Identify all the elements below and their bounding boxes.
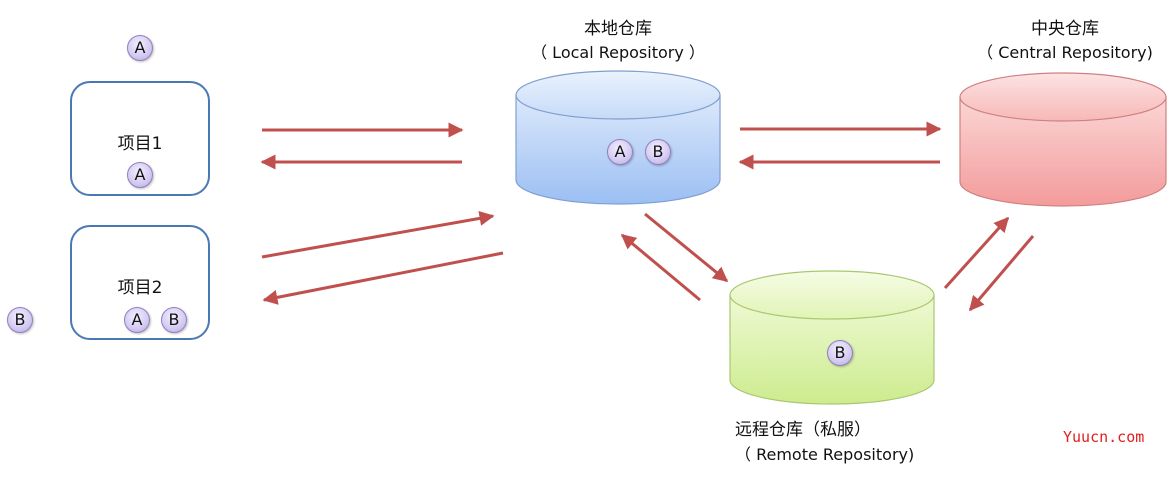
local-repo-badge-b: B — [645, 139, 671, 165]
local-repo-title: 本地仓库 — [584, 19, 652, 39]
floating-badge-a: A — [127, 35, 153, 61]
local-repo-subtitle: （ Local Repository ） — [531, 43, 705, 62]
central-repo-subtitle: （ Central Repository) — [977, 43, 1153, 62]
project1-title: 项目1 — [117, 134, 163, 154]
arrow-remote-to-local — [620, 233, 701, 302]
floating-badge-b: B — [7, 307, 33, 333]
remote-repo-cylinder — [729, 270, 935, 405]
central-repo-title: 中央仓库 — [1031, 19, 1099, 39]
arrow-local-to-remote — [644, 212, 729, 283]
watermark: Yuucn.com — [1063, 428, 1145, 446]
local-repo-badge-a: A — [607, 139, 633, 165]
project2-badge-a: A — [124, 307, 150, 333]
project2-title: 项目2 — [117, 278, 163, 298]
project2-badge-b: B — [161, 307, 187, 333]
arrow-remote-to-central — [943, 216, 1010, 290]
remote-repo-title: 远程仓库（私服） — [735, 420, 871, 440]
project1-badge-a: A — [127, 162, 153, 188]
remote-repo-badge-b: B — [827, 340, 853, 366]
arrow-central-to-remote — [968, 235, 1035, 312]
arrow-project2-to-local — [261, 210, 495, 259]
arrow-local-to-project2 — [262, 251, 504, 305]
remote-repo-subtitle: （ Remote Repository) — [735, 445, 915, 464]
local-repo-cylinder — [515, 70, 721, 205]
central-repo-cylinder — [959, 72, 1167, 207]
